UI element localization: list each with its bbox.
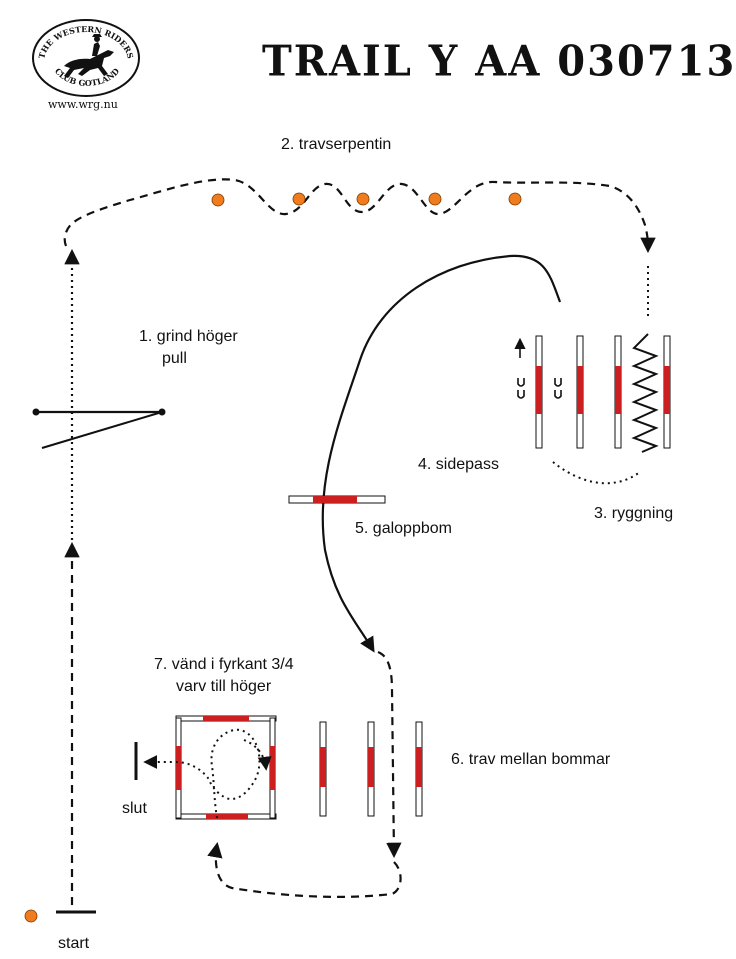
label-step3: 3. ryggning: [594, 505, 674, 522]
label-step7-line1: 7. vänd i fyrkant 3/4: [154, 656, 294, 673]
trail-course-diagram: THE WESTERN RIDERS CLUB GOTLAND www.wrg.…: [24, 19, 734, 952]
label-start: start: [58, 935, 90, 952]
return-path: [207, 841, 402, 898]
label-step2: 2. travserpentin: [281, 136, 392, 153]
gate: [32, 408, 166, 449]
start-cone: [24, 909, 38, 923]
sidepass-poles: [535, 335, 671, 449]
label-step7-line2: varv till höger: [176, 678, 272, 695]
label-step1-line1: 1. grind höger: [139, 328, 238, 345]
serpentine-path: [63, 178, 656, 254]
label-step5: 5. galoppbom: [355, 520, 452, 537]
label-step1-line2: pull: [162, 350, 187, 367]
lope-path: [321, 254, 562, 653]
club-logo: THE WESTERN RIDERS CLUB GOTLAND: [32, 19, 140, 97]
backing-zigzag: [631, 333, 659, 453]
label-end: slut: [122, 800, 147, 817]
lope-pole: [288, 495, 386, 504]
box-turn-path: [143, 728, 261, 819]
hoof-marks-icon: [517, 378, 562, 399]
label-step4: 4. sidepass: [418, 456, 499, 473]
website-text: www.wrg.nu: [48, 98, 118, 111]
course-paths: [24, 178, 671, 923]
label-step6: 6. trav mellan bommar: [451, 751, 611, 768]
serpentine-cones: [211, 192, 522, 207]
trot-poles-path: [377, 650, 402, 859]
page-title: TRAIL Y AA 030713: [262, 36, 736, 87]
backing-exit: [552, 461, 641, 485]
horse-rider-icon: [64, 34, 114, 78]
turn-box: [175, 715, 277, 820]
trot-poles: [319, 721, 423, 817]
